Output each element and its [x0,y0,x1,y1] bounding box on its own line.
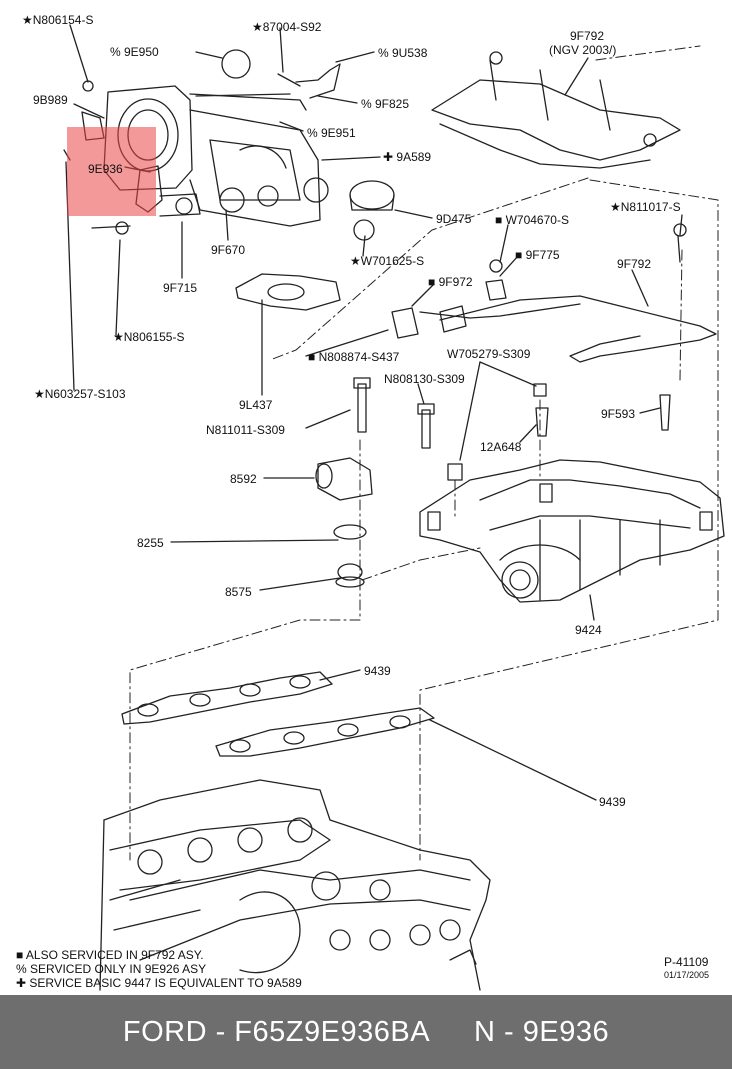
highlighted-part-9e936 [67,127,156,216]
part-label-n603257: ★N603257-S103 [34,387,126,401]
part-label-9e950: % 9E950 [110,45,159,59]
part-label-9d475: 9D475 [436,212,472,226]
banner-part-name: N - 9E936 [474,1015,610,1048]
part-number-banner: FORD - F65Z9E936BA N - 9E936 [0,995,732,1069]
part-label-9b989: 9B989 [33,93,68,107]
part-label-n87004: ★87004-S92 [252,20,322,34]
legend: ■ ALSO SERVICED IN 9F792 ASY. % SERVICED… [16,948,302,990]
part-label-9u538: % 9U538 [378,46,428,60]
reference-number-block: P-41109 01/17/2005 [664,956,709,982]
part-label-9f792-mid: 9F792 [617,257,652,271]
part-label-8255: 8255 [137,536,164,550]
part-label-9f972: ■ 9F972 [428,275,473,289]
part-label-ngv: (NGV 2003/) [549,43,617,57]
part-label-8592: 8592 [230,472,257,486]
exploded-parts-diagram [63,24,725,991]
part-label-12a648: 12A648 [480,440,522,454]
part-label-9f775: ■ 9F775 [515,248,560,262]
legend-line-2: % SERVICED ONLY IN 9E926 ASY [16,962,207,976]
part-label-9f670: 9F670 [211,243,246,257]
legend-line-1: ■ ALSO SERVICED IN 9F792 ASY. [16,948,204,962]
reference-date: 01/17/2005 [664,970,710,980]
legend-line-3: ✚ SERVICE BASIC 9447 IS EQUIVALENT TO 9A… [16,976,302,990]
part-label-9424: 9424 [575,623,602,637]
part-label-n811017: ★N811017-S [610,200,681,214]
part-label-n808874: ■ N808874-S437 [308,350,400,364]
part-label-9f825: % 9F825 [361,97,410,111]
part-label-9e936: 9E936 [88,162,123,176]
part-label-n806155: ★N806155-S [113,330,185,344]
reference-number: P-41109 [664,955,709,969]
part-label-n811011: N811011-S309 [206,423,285,437]
banner-brand-part-number: FORD - F65Z9E936BA [122,1015,431,1048]
part-label-9439-bottom: 9439 [599,795,626,809]
part-label-9a589: ✚ 9A589 [383,150,432,164]
part-label-9e951: % 9E951 [307,126,356,140]
part-label-n806154: ★N806154-S [22,13,94,27]
part-label-9f593: 9F593 [601,407,636,421]
part-label-8575: 8575 [225,585,252,599]
part-label-9l437: 9L437 [239,398,273,412]
part-label-9f715: 9F715 [163,281,198,295]
part-label-w704670: ■ W704670-S [495,213,569,227]
part-label-n808130: N808130-S309 [384,372,465,386]
part-label-9439-top: 9439 [364,664,391,678]
part-label-w701625: ★W701625-S [350,254,425,268]
part-label-9f792-top: 9F792 [570,29,605,43]
part-label-w705279: W705279-S309 [447,347,531,361]
